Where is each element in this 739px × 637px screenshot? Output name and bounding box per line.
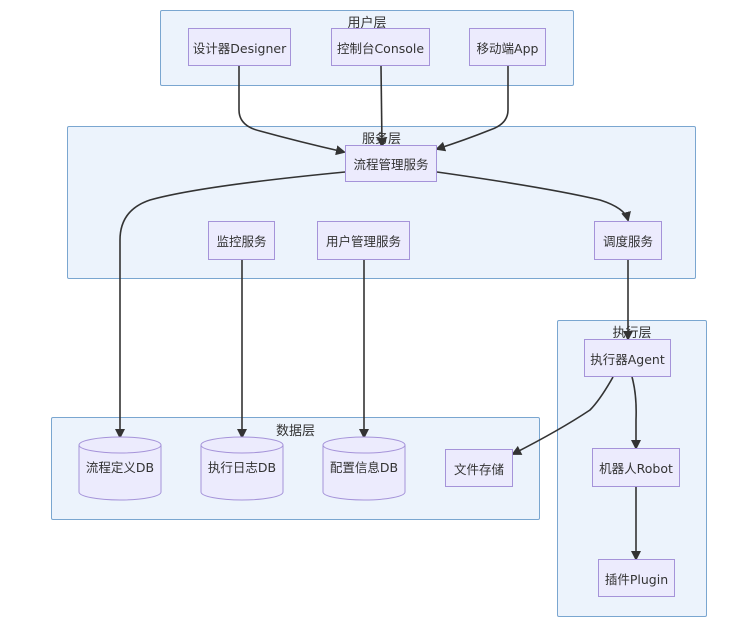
edge-designer-flow	[238, 66, 346, 156]
edge-console-flow	[376, 65, 387, 148]
monitor-node: 监控服务	[208, 221, 275, 260]
file-store-node: 文件存储	[445, 449, 513, 487]
flow-db-label: 流程定义DB	[86, 460, 154, 475]
plugin-node: 插件Plugin	[598, 559, 675, 597]
flow-db: 流程定义DB	[78, 436, 162, 501]
log-db-label: 执行日志DB	[208, 460, 276, 475]
config-db: 配置信息DB	[322, 436, 406, 501]
edge-agent-file	[511, 376, 614, 455]
flow-mgmt-node: 流程管理服务	[345, 145, 437, 182]
edge-mobile-flow	[435, 66, 509, 152]
edge-flow-flowdb	[115, 171, 346, 439]
user-layer-title: 用户层	[347, 16, 387, 31]
mobile-node: 移动端App	[469, 28, 546, 66]
scheduler-node: 调度服务	[594, 221, 662, 260]
user-mgmt-node: 用户管理服务	[317, 221, 410, 260]
edge-agent-robot	[631, 376, 641, 450]
console-node: 控制台Console	[331, 28, 430, 66]
edge-flow-scheduler	[436, 171, 631, 222]
data-layer-title: 数据层	[275, 424, 315, 439]
designer-node: 设计器Designer	[188, 28, 291, 66]
robot-node: 机器人Robot	[592, 448, 680, 487]
agent-node: 执行器Agent	[584, 339, 671, 377]
log-db: 执行日志DB	[200, 436, 284, 501]
config-db-label: 配置信息DB	[330, 460, 398, 475]
